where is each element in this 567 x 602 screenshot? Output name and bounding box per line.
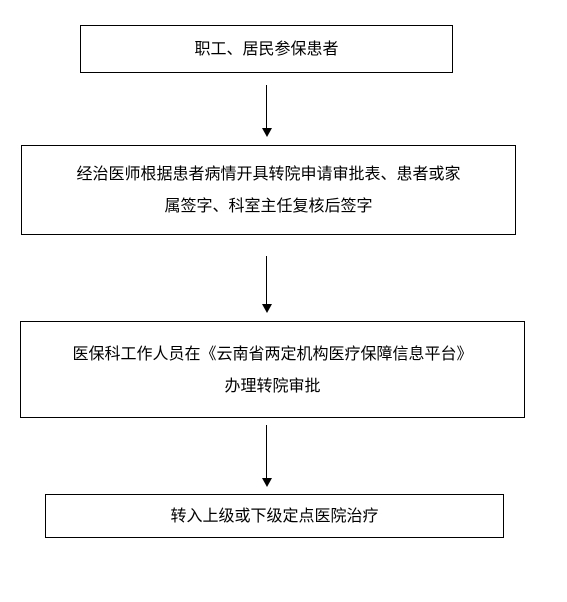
flow-arrow-down xyxy=(261,85,273,137)
flow-step-text-line-1: 经治医师根据患者病情开具转院申请审批表、患者或家 xyxy=(76,164,461,183)
flow-step-text-line-2: 属签字、科室主任复核后签字 xyxy=(164,196,373,215)
arrow-shaft xyxy=(266,85,267,129)
arrow-head-icon xyxy=(262,304,272,313)
flow-step-text-line-1: 医保科工作人员在《云南省两定机构医疗保障信息平台》 xyxy=(72,343,473,363)
flow-step-text-line-2: 办理转院审批 xyxy=(224,375,321,395)
flow-step-physician-application: 经治医师根据患者病情开具转院申请审批表、患者或家 属签字、科室主任复核后签字 xyxy=(21,145,516,235)
flow-arrow-down xyxy=(261,425,273,487)
flow-step-text: 职工、居民参保患者 xyxy=(194,39,339,58)
flow-step-insurance-approval: 医保科工作人员在《云南省两定机构医疗保障信息平台》 办理转院审批 xyxy=(20,321,525,418)
flow-step-transfer-treatment: 转入上级或下级定点医院治疗 xyxy=(45,494,504,538)
flow-step-text: 转入上级或下级定点医院治疗 xyxy=(170,506,379,525)
arrow-shaft xyxy=(266,425,267,479)
flow-arrow-down xyxy=(261,256,273,313)
flow-step-insured-patients: 职工、居民参保患者 xyxy=(80,25,453,73)
arrow-head-icon xyxy=(262,128,272,137)
arrow-shaft xyxy=(266,256,267,305)
arrow-head-icon xyxy=(262,478,272,487)
